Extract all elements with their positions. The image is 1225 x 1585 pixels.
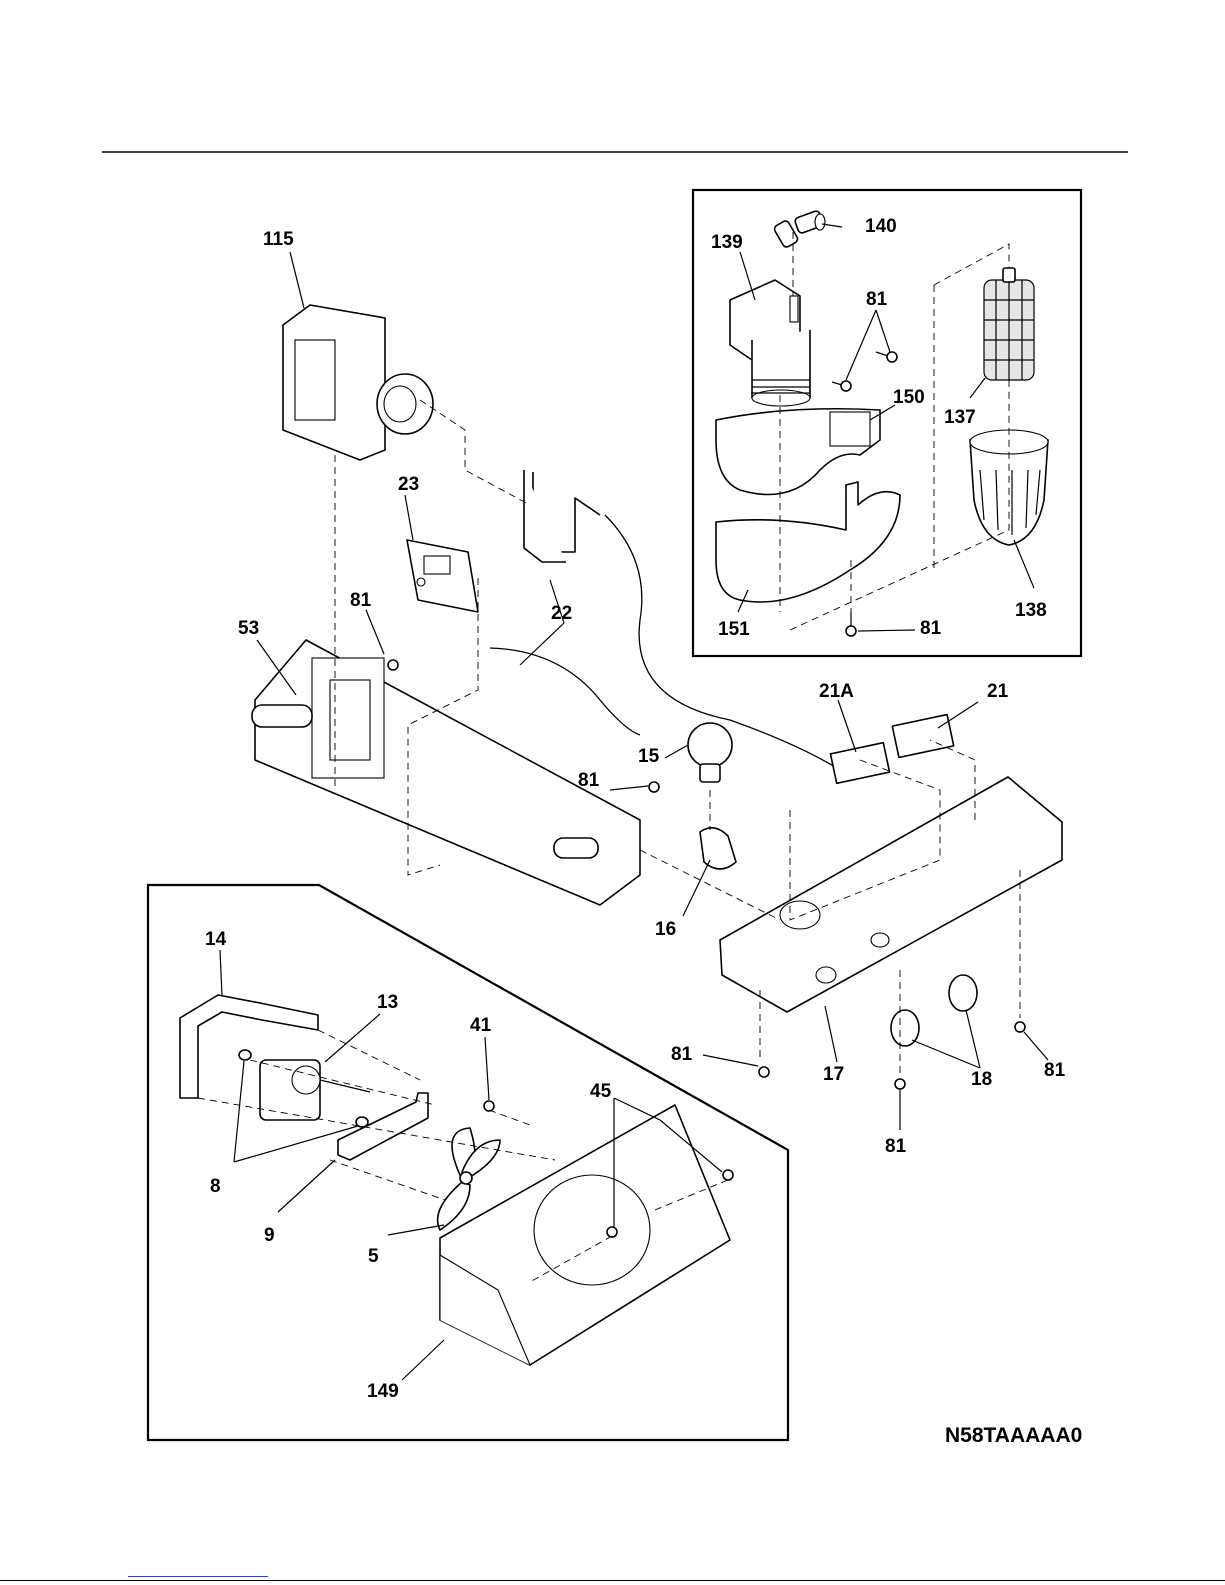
footer-rule xyxy=(0,1580,1225,1581)
label-53: 53 xyxy=(238,618,259,639)
label-81-cover-screw: 81 xyxy=(920,618,942,639)
label-21: 21 xyxy=(987,681,1009,702)
label-23: 23 xyxy=(398,474,419,495)
label-18: 18 xyxy=(971,1069,992,1090)
label-17: 17 xyxy=(823,1064,844,1085)
label-41: 41 xyxy=(470,1015,492,1036)
label-13: 13 xyxy=(377,992,398,1013)
label-115: 115 xyxy=(263,229,294,250)
control-board xyxy=(407,540,478,612)
lamp-bulb xyxy=(688,723,732,782)
motor-housing xyxy=(283,305,433,460)
label-5: 5 xyxy=(368,1246,379,1267)
filter-cartridge xyxy=(984,268,1034,380)
fan-motor xyxy=(260,1060,370,1120)
label-9: 9 xyxy=(264,1225,275,1246)
label-81-board-screw: 81 xyxy=(350,590,372,611)
label-81-panel-screw: 81 xyxy=(671,1044,693,1065)
label-8: 8 xyxy=(210,1176,221,1197)
label-151: 151 xyxy=(718,619,750,640)
label-21A: 21A xyxy=(819,681,854,702)
label-139: 139 xyxy=(711,232,743,253)
elbow-fitting xyxy=(773,210,825,248)
lamp-socket xyxy=(700,828,736,869)
label-150: 150 xyxy=(893,387,925,408)
label-81-right-screw: 81 xyxy=(1044,1060,1066,1081)
label-81-head-screw: 81 xyxy=(866,289,888,310)
knobs xyxy=(891,975,977,1046)
label-81-knob-screw: 81 xyxy=(885,1136,907,1157)
label-16: 16 xyxy=(655,919,676,940)
filter-head xyxy=(730,280,810,406)
motor-strap xyxy=(338,1093,428,1160)
label-22: 22 xyxy=(551,603,572,624)
label-14: 14 xyxy=(205,929,227,950)
label-140: 140 xyxy=(865,216,897,237)
switches xyxy=(830,715,953,784)
dispenser-panel xyxy=(720,777,1062,1012)
filter-cover-upper xyxy=(716,409,880,495)
label-138: 138 xyxy=(1015,600,1047,621)
filter-cover-lower xyxy=(716,482,900,602)
footer-link-underline[interactable] xyxy=(128,1576,268,1577)
drawing-code: N58TAAAAA0 xyxy=(945,1424,1082,1447)
label-45: 45 xyxy=(590,1081,612,1102)
label-81-housing-screw: 81 xyxy=(578,770,600,791)
label-149: 149 xyxy=(367,1381,399,1402)
label-137: 137 xyxy=(944,407,976,428)
label-15: 15 xyxy=(638,746,660,767)
ice-chute-tubing xyxy=(490,470,840,770)
